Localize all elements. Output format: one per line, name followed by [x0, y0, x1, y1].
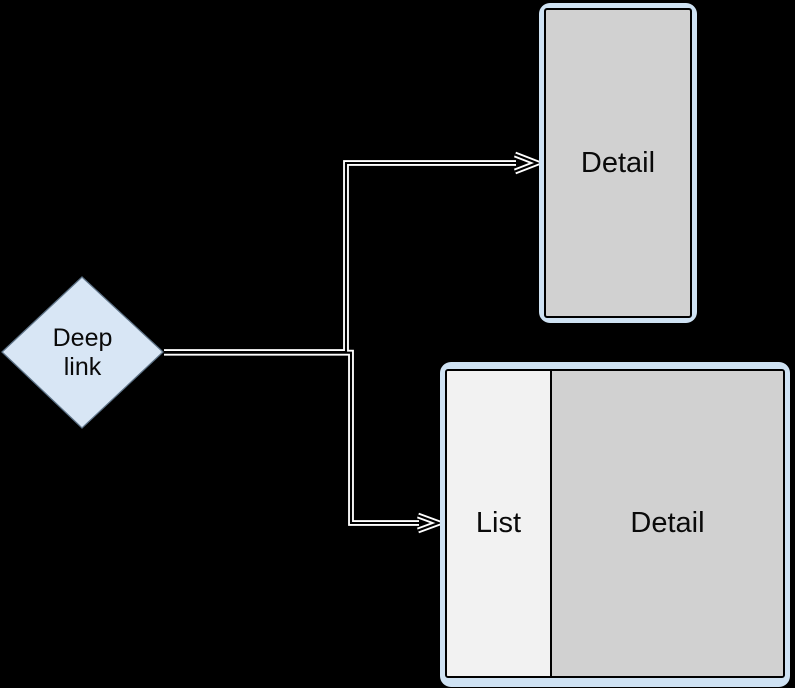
- connector-to-list-detail: [164, 351, 419, 525]
- arrowhead-list-detail-halo: [417, 512, 447, 534]
- connector-core-group: [164, 153, 540, 532]
- detail-screen-frame: Detail: [539, 3, 697, 323]
- deep-link-diamond: [1, 276, 164, 429]
- list-pane-label: List: [475, 507, 522, 539]
- arrowhead-detail-halo: [513, 151, 546, 175]
- list-detail-screen: List Detail: [445, 369, 785, 678]
- connector-to-detail-halo: [164, 160, 516, 355]
- connector-to-detail: [164, 161, 516, 354]
- detail-pane-label: Detail: [630, 507, 705, 539]
- detail-pane: Detail: [552, 371, 783, 676]
- deep-link-label: Deep link: [52, 324, 113, 381]
- list-detail-screen-frame: List Detail: [440, 362, 790, 687]
- detail-screen: Detail: [544, 8, 692, 318]
- connector-to-list-detail-halo: [164, 349, 419, 526]
- arrowhead-detail-icon: [514, 153, 540, 173]
- detail-screen-label: Detail: [580, 146, 656, 179]
- arrowhead-list-detail-icon: [417, 514, 442, 532]
- list-pane: List: [447, 371, 552, 676]
